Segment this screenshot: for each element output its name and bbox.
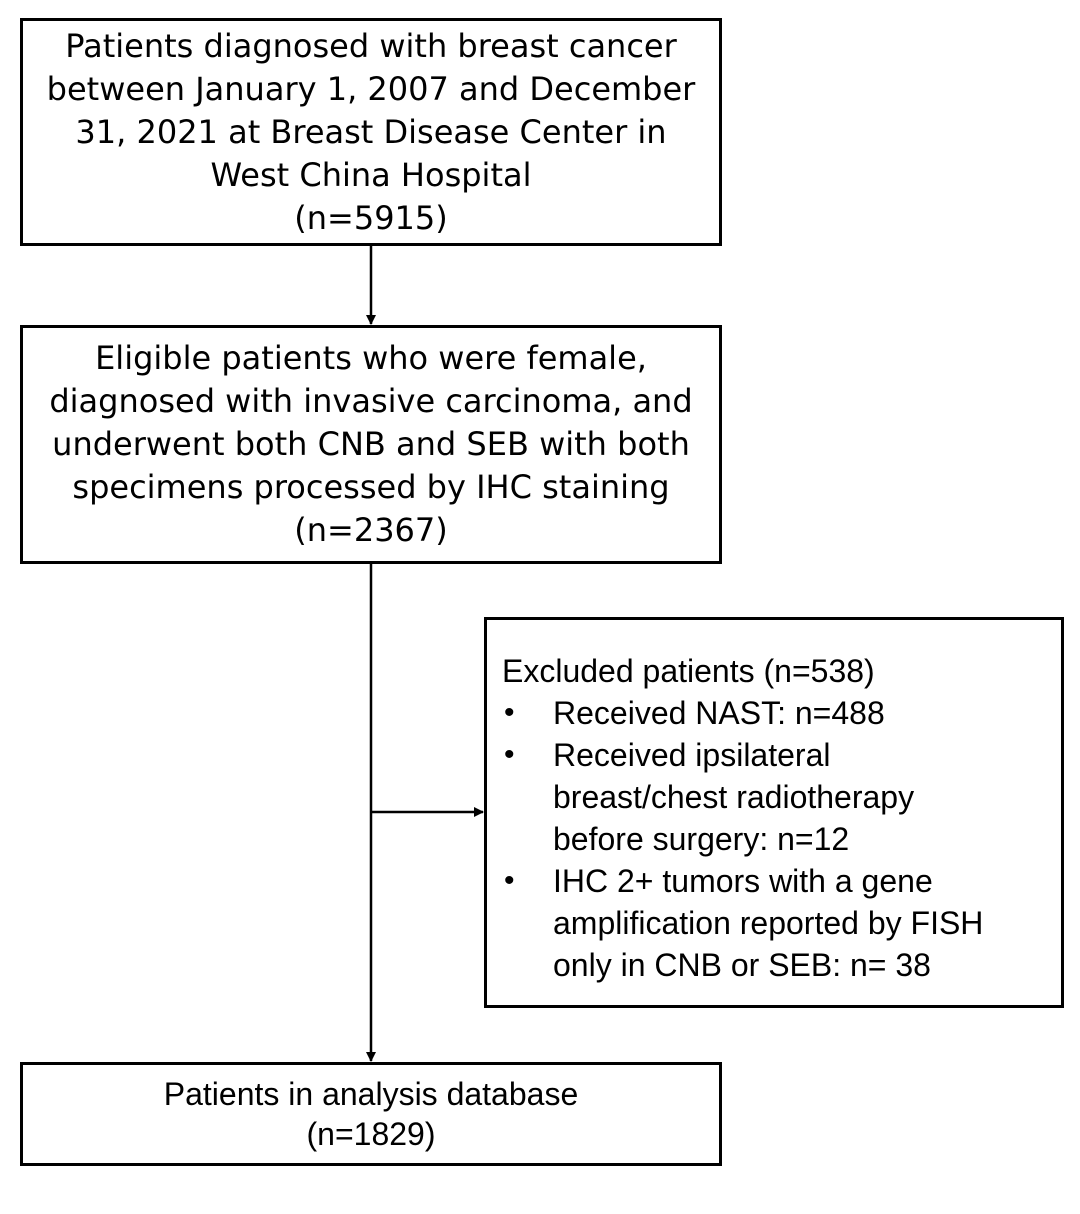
box-count: (n=2367) [294, 511, 448, 549]
exclusion-item-text: IHC 2+ tumors with a gene [553, 863, 933, 899]
exclusion-item: • IHC 2+ tumors with a gene amplificatio… [502, 860, 1061, 986]
exclusion-item-text: only in CNB or SEB: n= 38 [553, 947, 931, 983]
exclusion-item-text: breast/chest radiotherapy [553, 779, 915, 815]
analysis-database-box: Patients in analysis database (n=1829) [20, 1062, 722, 1166]
box-text-line: between January 1, 2007 and December [46, 69, 696, 108]
exclusion-item: • Received NAST: n=488 [502, 692, 1061, 734]
bullet-icon: • [504, 864, 515, 897]
box-text-line: 31, 2021 at Breast Disease Center in [75, 112, 667, 151]
excluded-patients-box: Excluded patients (n=538) • Received NAS… [484, 617, 1064, 1008]
box-text-line: diagnosed with invasive carcinoma, and [49, 382, 693, 420]
exclusion-item-text: before surgery: n=12 [553, 821, 850, 857]
excluded-title: Excluded patients (n=538) [502, 653, 875, 689]
box-count: (n=5915) [294, 198, 448, 237]
box-text-line: Patients in analysis database [163, 1076, 579, 1112]
box-text-line: underwent both CNB and SEB with both [52, 425, 690, 463]
bullet-icon: • [504, 696, 515, 729]
exclusion-item-text: Received ipsilateral [553, 737, 831, 773]
initial-cohort-box: Patients diagnosed with breast cancer be… [20, 18, 722, 246]
exclusion-item-text: Received NAST: n=488 [553, 695, 885, 731]
box-text-line: Patients diagnosed with breast cancer [65, 26, 677, 65]
exclusion-item-text: amplification reported by FISH [553, 905, 984, 941]
box-text-line: West China Hospital [210, 155, 532, 194]
bullet-icon: • [504, 738, 515, 771]
exclusion-item: • Received ipsilateral breast/chest radi… [502, 734, 1061, 860]
box-count: (n=1829) [306, 1116, 436, 1152]
box-text-line: Eligible patients who were female, [95, 339, 647, 377]
box-text-line: specimens processed by IHC staining [72, 468, 670, 506]
eligible-patients-box: Eligible patients who were female, diagn… [20, 325, 722, 564]
exclusion-list: • Received NAST: n=488 • Received ipsila… [502, 692, 1061, 986]
